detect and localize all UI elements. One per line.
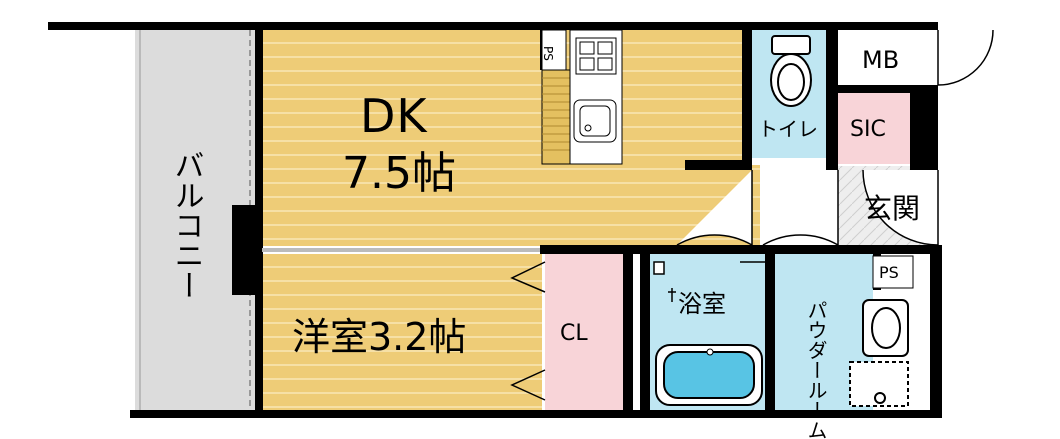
mb-label: MB — [862, 46, 899, 74]
washbasin-icon — [862, 299, 909, 357]
bath-label: 浴室 — [678, 290, 726, 318]
walls — [48, 22, 942, 418]
dk-room-name: DK — [360, 89, 428, 143]
bathtub-icon — [655, 344, 763, 406]
ps-kitchen-box — [541, 29, 567, 71]
ps-powder-label: PS — [879, 263, 899, 282]
stove-icon — [575, 37, 617, 75]
doors — [510, 29, 994, 401]
balcony-label: バルコニー — [169, 150, 204, 300]
ps-kitchen-label: PS — [541, 46, 555, 61]
shower-icon — [653, 261, 676, 302]
toilet-label: トイレ — [758, 117, 818, 141]
dk-floor — [262, 30, 750, 246]
toilet-icon — [770, 35, 812, 107]
sic-label: SIC — [850, 117, 886, 142]
dk-lower-floor — [750, 165, 760, 246]
mb-floor — [838, 30, 930, 85]
closet-floor — [545, 254, 625, 410]
western-room-floor — [262, 254, 542, 410]
powder-label: パウダールーム — [804, 300, 828, 439]
sink-icon — [573, 99, 617, 143]
ps-powder-box — [872, 255, 914, 289]
western-room-label: 洋室3.2帖 — [292, 315, 466, 359]
washing-machine-pan-icon — [849, 361, 909, 407]
entrance-label: 玄関 — [864, 192, 920, 225]
closet-label: CL — [560, 321, 588, 346]
dk-room-size: 7.5帖 — [342, 148, 456, 199]
sic-floor — [838, 92, 910, 164]
